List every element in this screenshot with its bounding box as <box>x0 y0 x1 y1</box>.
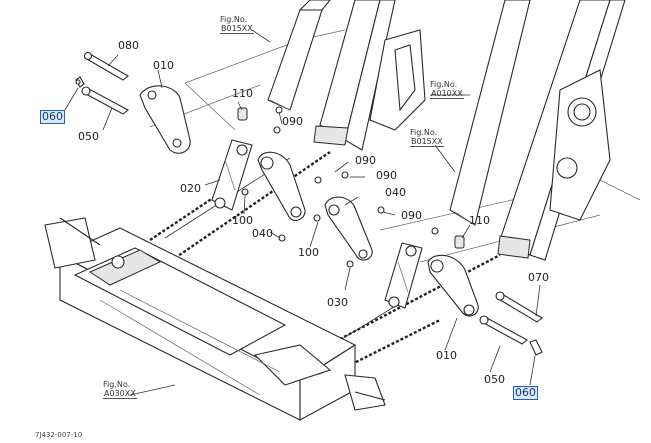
part-label-090-a: 090 <box>282 115 303 128</box>
part-label-010-bottom: 010 <box>436 349 457 362</box>
fig-ref-b015-top[interactable]: Fig.No. B015XX <box>220 15 254 34</box>
part-label-030: 030 <box>327 296 348 309</box>
part-label-090-c: 090 <box>376 169 397 182</box>
drawing-code: 7J432-007-10 <box>35 431 83 439</box>
fig-ref-code: A030XX <box>103 389 137 399</box>
fig-ref-a010[interactable]: Fig.No. A010XX <box>430 80 464 99</box>
fig-ref-code: B015XX <box>410 137 444 147</box>
fig-ref-label: Fig.No. <box>410 128 438 137</box>
fig-ref-label: Fig.No. <box>430 80 458 89</box>
fig-ref-b015-right[interactable]: Fig.No. B015XX <box>410 128 444 147</box>
left-boom-arm <box>267 0 426 151</box>
part-label-110-top: 110 <box>232 87 253 100</box>
part-label-090-b: 090 <box>355 154 376 167</box>
part-label-110-right: 110 <box>469 214 490 227</box>
pins-top-left <box>75 51 129 115</box>
fig-ref-label: Fig.No. <box>220 15 248 24</box>
part-label-090-d: 090 <box>401 209 422 222</box>
right-boom-arm <box>449 0 626 261</box>
part-label-080: 080 <box>118 39 139 52</box>
fig-ref-a030[interactable]: Fig.No. A030XX <box>103 380 137 399</box>
part-label-010-top: 010 <box>153 59 174 72</box>
link-plate-020 <box>211 139 253 211</box>
part-label-070: 070 <box>528 271 549 284</box>
part-label-050-top: 050 <box>78 130 99 143</box>
bracket-010-top <box>139 85 191 154</box>
bracket-040-right <box>324 196 373 261</box>
part-label-020: 020 <box>180 182 201 195</box>
part-label-100-a: 100 <box>232 214 253 227</box>
leader-lines <box>64 29 541 396</box>
main-frame <box>44 217 386 421</box>
small-fasteners <box>237 106 465 268</box>
pins-bottom-right <box>479 291 543 356</box>
part-label-060-bottom[interactable]: 060 <box>513 386 538 400</box>
fig-ref-code: A010XX <box>430 89 464 99</box>
part-label-040-right: 040 <box>385 186 406 199</box>
link-plate-030 <box>384 242 423 309</box>
fig-ref-code: B015XX <box>220 24 254 34</box>
part-label-060-top[interactable]: 060 <box>40 110 65 124</box>
fig-ref-label: Fig.No. <box>103 380 131 389</box>
part-label-100-b: 100 <box>298 246 319 259</box>
bracket-010-bottom <box>427 254 479 317</box>
part-label-050-bottom: 050 <box>484 373 505 386</box>
bracket-040-left <box>257 151 306 221</box>
part-label-040-left: 040 <box>252 227 273 240</box>
